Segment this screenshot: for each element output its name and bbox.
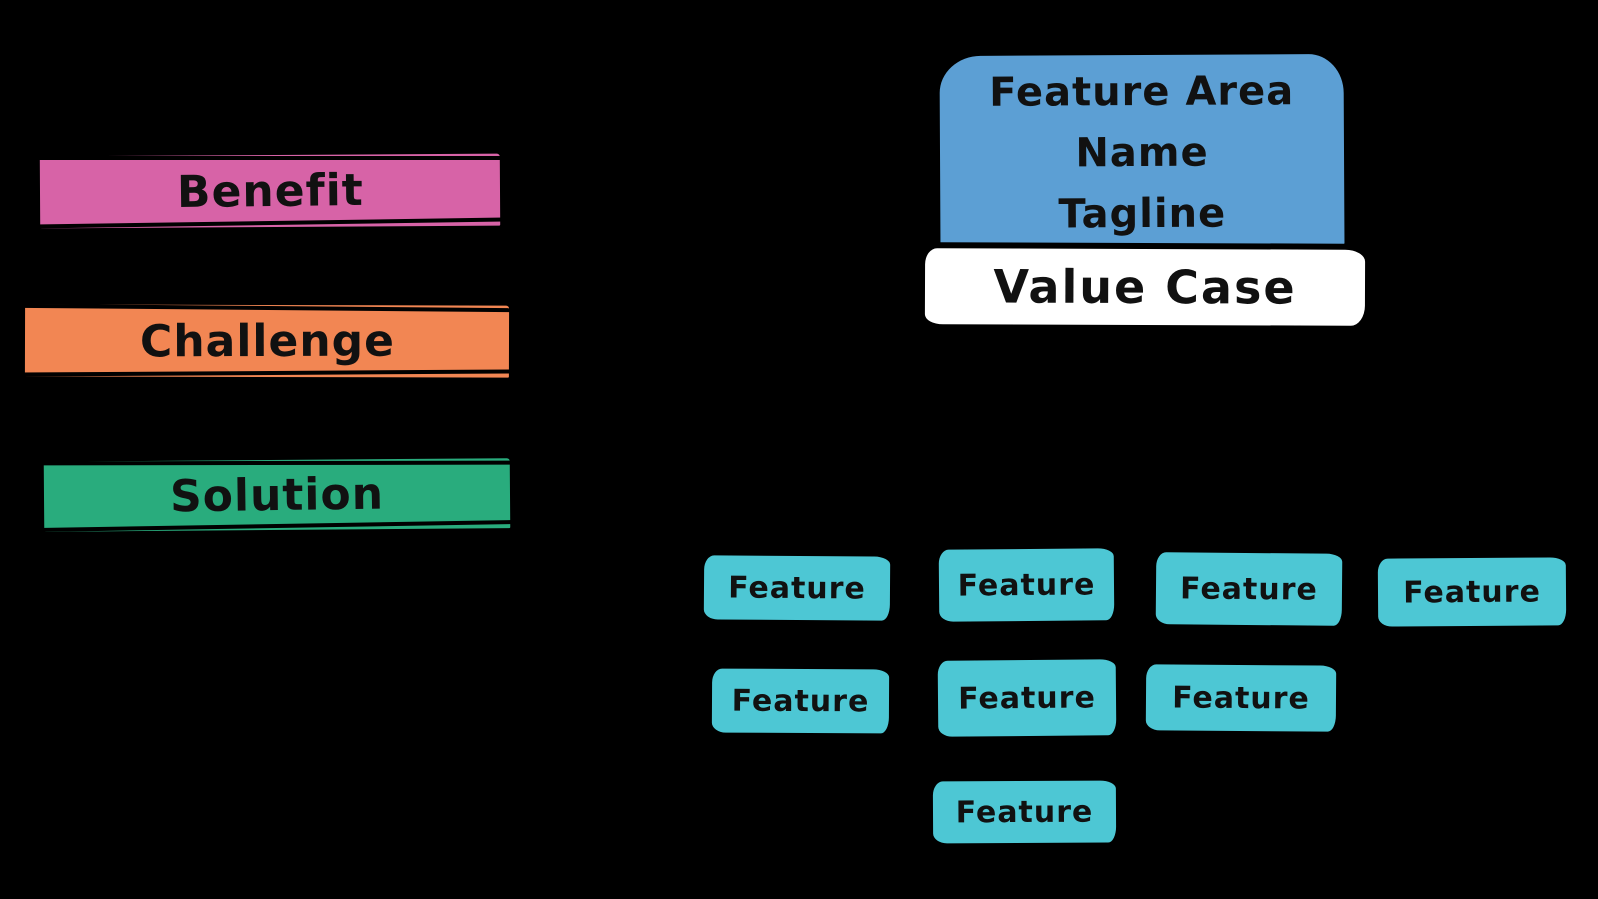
solution-label: Solution [169, 468, 385, 522]
feature-area-line-2: Name [1075, 129, 1209, 176]
feature-box: Feature [933, 655, 1121, 741]
value-case-label: Value Case [993, 259, 1297, 315]
challenge-box: Challenge [21, 301, 513, 381]
feature-area-card: Feature Area Name Tagline [934, 48, 1350, 254]
feature-label: Feature [728, 570, 866, 606]
benefit-box: Benefit [36, 150, 504, 232]
feature-label: Feature [731, 683, 870, 719]
feature-label: Feature [1179, 570, 1319, 608]
value-case-box: Value Case [918, 242, 1372, 332]
feature-label: Feature [955, 794, 1094, 830]
feature-box: Feature [1373, 553, 1571, 631]
feature-label: Feature [957, 679, 1097, 717]
feature-label: Feature [1172, 680, 1310, 716]
challenge-label: Challenge [139, 315, 395, 367]
solution-box: Solution [40, 455, 514, 535]
feature-label: Feature [1403, 574, 1541, 610]
feature-box: Feature [1151, 548, 1347, 630]
benefit-label: Benefit [176, 164, 364, 218]
feature-box: Feature [1141, 660, 1341, 736]
feature-area-line-3: Tagline [1058, 190, 1227, 237]
feature-box: Feature [934, 544, 1119, 626]
feature-label: Feature [957, 566, 1096, 604]
feature-box: Feature [699, 551, 895, 625]
feature-box: Feature [707, 664, 894, 738]
feature-box: Feature [928, 776, 1121, 848]
feature-area-line-1: Feature Area [989, 67, 1295, 116]
